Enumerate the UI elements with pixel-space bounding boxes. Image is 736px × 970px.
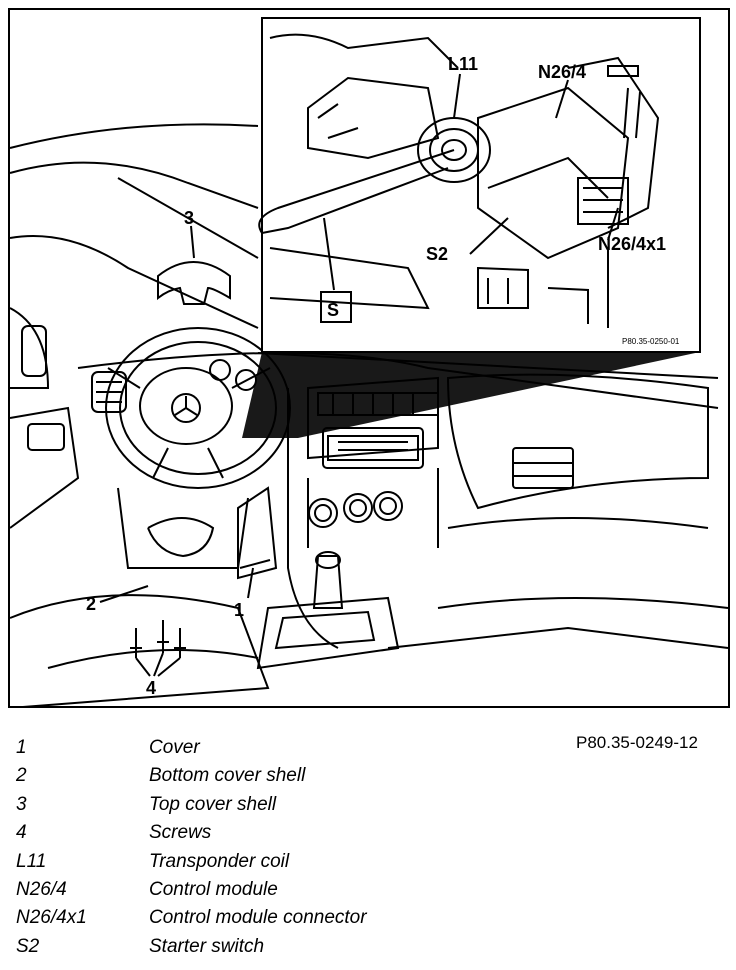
legend-key: 4 (16, 822, 27, 844)
legend-row: N26/4x1 Control module connector (16, 907, 576, 935)
legend-label: Transponder coil (149, 850, 290, 872)
inset-drawing (258, 33, 660, 328)
callout-l11: L11 (448, 54, 478, 74)
inset-reference: P80.35-0250-01 (622, 337, 680, 346)
callout-s-box: S (327, 300, 339, 320)
legend-row: L11 Transponder coil (16, 851, 576, 879)
legend-key: 3 (16, 793, 27, 815)
legend-key: N26/4x1 (16, 907, 87, 929)
callout-3: 3 (184, 208, 194, 228)
legend-label: Cover (149, 737, 200, 758)
legend-key: N26/4 (16, 878, 67, 900)
inset-connector (242, 352, 700, 438)
legend-row: 4 Screws (16, 822, 576, 850)
diagram-figure: 3 2 1 4 L11 N26/4 N26/4x1 S2 S P80.35-02… (8, 8, 730, 708)
legend-key: 1 (16, 737, 27, 758)
legend-label: Control module connector (149, 907, 367, 929)
legend-row: 3 Top cover shell (16, 794, 576, 822)
legend-key: S2 (16, 935, 40, 957)
callout-1: 1 (234, 600, 244, 620)
callout-s2: S2 (426, 244, 448, 264)
legend-label: Starter switch (149, 935, 265, 957)
legend-label: Screws (149, 822, 212, 844)
s-box (320, 291, 352, 323)
figure-reference-code: P80.35-0249-12 (576, 733, 698, 752)
diagram-illustration: 3 2 1 4 L11 N26/4 N26/4x1 S2 S P80.35-02… (8, 8, 730, 708)
legend-row: 2 Bottom cover shell (16, 765, 576, 793)
legend-row: S2 Starter switch (16, 936, 576, 964)
callout-4: 4 (146, 678, 156, 698)
legend-row: 1 Cover (16, 737, 576, 765)
legend-key: L11 (16, 850, 47, 872)
legend-label: Bottom cover shell (149, 765, 306, 787)
legend-label: Control module (149, 878, 278, 900)
legend-row: N26/4 Control module (16, 879, 576, 907)
legend-label: Top cover shell (149, 793, 277, 815)
callout-n26-4x1: N26/4x1 (598, 234, 666, 254)
legend: 1 Cover 2 Bottom cover shell 3 Top cover… (16, 737, 576, 964)
callout-n26-4: N26/4 (538, 62, 586, 82)
legend-key: 2 (16, 765, 27, 787)
callout-2: 2 (86, 594, 96, 614)
